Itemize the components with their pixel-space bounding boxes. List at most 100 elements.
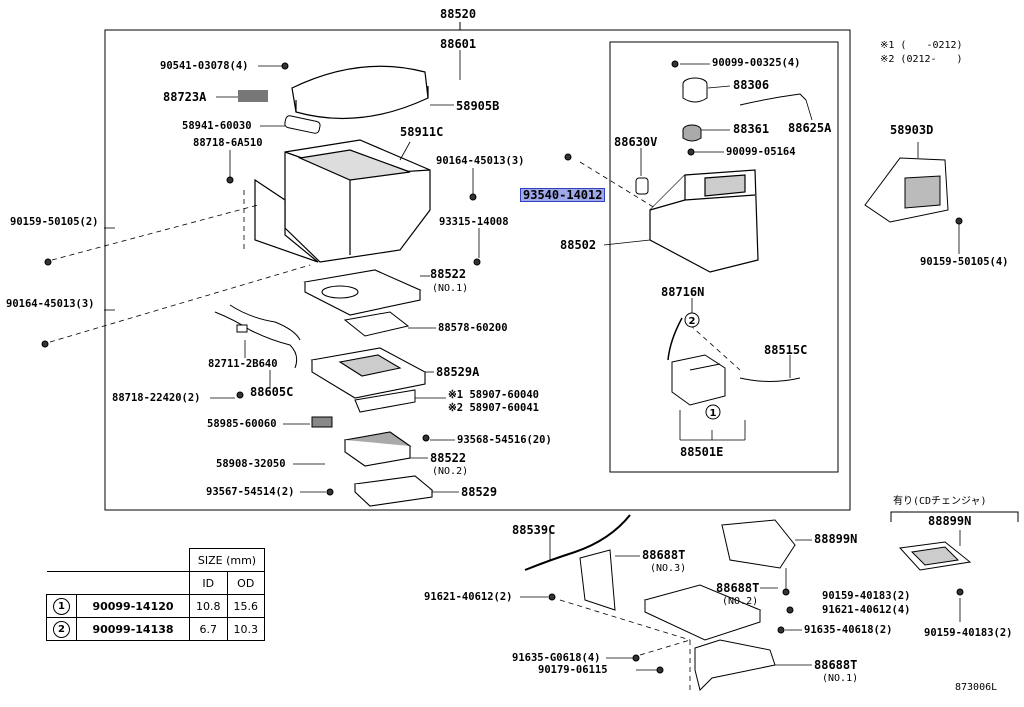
label-88502[interactable]: 88502 (560, 238, 597, 252)
main-assembly-frame (104, 29, 851, 511)
size-row-od: 15.6 (226, 594, 265, 618)
label-90159-d[interactable]: 90159-40183(2) (924, 627, 1013, 639)
label-58911c[interactable]: 58911C (400, 125, 444, 139)
size-row-part: 90099-14138 (76, 617, 190, 641)
label-88520[interactable]: 88520 (440, 7, 477, 21)
wire-harness (214, 304, 301, 369)
pad (284, 115, 321, 134)
size-col-od: OD (226, 571, 265, 595)
clip (311, 416, 333, 428)
svg-text:2: 2 (689, 316, 696, 327)
label-90159-c[interactable]: 90159-40183(2) (822, 590, 911, 602)
label-88688t-no2-sub: (NO.2) (722, 596, 759, 607)
label-91621-a[interactable]: 91621-40612(2) (424, 591, 513, 603)
label-88361[interactable]: 88361 (733, 122, 770, 136)
label-88899n[interactable]: 88899N (814, 532, 858, 546)
label-88688t-no1-sub: (NO.1) (822, 673, 859, 684)
label-58905b[interactable]: 58905B (456, 99, 500, 113)
label-88522-no2[interactable]: 88522 (430, 451, 467, 465)
size-table: SIZE (mm) ID OD 1 90099-14120 10.8 15.6 … (46, 548, 265, 641)
console-box (254, 139, 431, 263)
bulb (635, 177, 649, 195)
size-row-part: 90099-14120 (76, 594, 190, 618)
bezel (864, 157, 949, 223)
hose (667, 317, 683, 361)
bracket-88501e (671, 354, 726, 406)
gasket (343, 311, 410, 337)
bracket (354, 389, 416, 413)
label-88718a[interactable]: 88718-6A510 (193, 137, 263, 149)
label-88515c[interactable]: 88515C (764, 343, 808, 357)
label-88501e[interactable]: 88501E (680, 445, 724, 459)
size-row-od: 10.3 (226, 617, 265, 641)
label-88529a[interactable]: 88529A (436, 365, 480, 379)
size-row: 1 90099-14120 10.8 15.6 (46, 594, 265, 618)
label-58903d[interactable]: 58903D (890, 123, 934, 137)
label-93567[interactable]: 93567-54514(2) (206, 486, 295, 498)
label-58985[interactable]: 58985-60060 (207, 418, 277, 430)
label-90541[interactable]: 90541-03078(4) (160, 60, 249, 72)
storage-tray (721, 519, 796, 569)
note-1: ※1 ( -0212) (880, 40, 963, 51)
label-88522-no1[interactable]: 88522 (430, 267, 467, 281)
label-90164a[interactable]: 90164-45013(3) (436, 155, 525, 167)
label-88688t-no1[interactable]: 88688T (814, 658, 858, 672)
label-88688t-no3[interactable]: 88688T (642, 548, 686, 562)
label-93540-highlighted[interactable]: 93540-14012 (519, 188, 606, 202)
label-93315[interactable]: 93315-14008 (439, 216, 509, 228)
label-88578[interactable]: 88578-60200 (438, 322, 508, 334)
armrest-lid (291, 65, 429, 120)
tray-88529 (353, 475, 434, 507)
label-88306[interactable]: 88306 (733, 78, 770, 92)
tray-no1 (303, 269, 422, 316)
label-90099-a[interactable]: 90099-00325(4) (712, 57, 801, 69)
svg-text:1: 1 (710, 408, 717, 419)
label-88625a[interactable]: 88625A (788, 121, 832, 135)
storage-tray-cd (898, 541, 972, 571)
label-88529[interactable]: 88529 (461, 485, 498, 499)
size-row-mark: 2 (46, 617, 77, 641)
label-88522-no1-sub: (NO.1) (432, 283, 469, 294)
label-90179[interactable]: 90179-06115 (538, 664, 608, 676)
label-91621-b[interactable]: 91621-40612(4) (822, 604, 911, 616)
switch (682, 77, 708, 103)
label-88688t-no3-sub: (NO.3) (650, 563, 687, 574)
label-88539c[interactable]: 88539C (512, 523, 556, 537)
duct-no2 (643, 584, 762, 641)
label-58908[interactable]: 58908-32050 (216, 458, 286, 470)
label-93568[interactable]: 93568-54516(20) (457, 434, 552, 446)
label-88605c[interactable]: 88605C (250, 385, 294, 399)
label-82711[interactable]: 82711-2B640 (208, 358, 278, 370)
size-row-mark: 1 (46, 594, 77, 618)
diagram-reference: 873006L (955, 682, 998, 693)
tray-88529a (310, 347, 427, 399)
phantom-lines (49, 161, 741, 690)
size-row: 2 90099-14138 6.7 10.3 (46, 617, 265, 641)
label-88522-no2-sub: (NO.2) (432, 466, 469, 477)
label-58941[interactable]: 58941-60030 (182, 120, 252, 132)
label-88718b[interactable]: 88718-22420(2) (112, 392, 201, 404)
label-91635-a[interactable]: 91635-40618(2) (804, 624, 893, 636)
label-90159a[interactable]: 90159-50105(2) (10, 216, 99, 228)
wire-88625a (739, 93, 807, 106)
label-90164b[interactable]: 90164-45013(3) (6, 298, 95, 310)
label-90159-b[interactable]: 90159-50105(4) (920, 256, 1009, 268)
sub-assembly-frame (609, 41, 839, 473)
callout-2: 2 (684, 312, 700, 328)
label-88630v[interactable]: 88630V (614, 135, 658, 149)
label-88688t-no2[interactable]: 88688T (716, 581, 760, 595)
label-58907-2[interactable]: ※2 58907-60041 (448, 402, 539, 414)
size-row-id: 6.7 (189, 617, 228, 641)
size-row-id: 10.8 (189, 594, 228, 618)
label-88716n[interactable]: 88716N (661, 285, 705, 299)
duct-88539c (524, 514, 631, 571)
label-88601[interactable]: 88601 (440, 37, 477, 51)
label-91635-b[interactable]: 91635-G0618(4) (512, 652, 601, 664)
callout-1: 1 (705, 404, 721, 420)
label-88723a[interactable]: 88723A (163, 90, 207, 104)
label-plate (238, 90, 268, 102)
label-58907-1[interactable]: ※1 58907-60040 (448, 389, 539, 401)
label-90099-b[interactable]: 90099-05164 (726, 146, 796, 158)
label-88899n-cd[interactable]: 88899N (928, 514, 972, 528)
